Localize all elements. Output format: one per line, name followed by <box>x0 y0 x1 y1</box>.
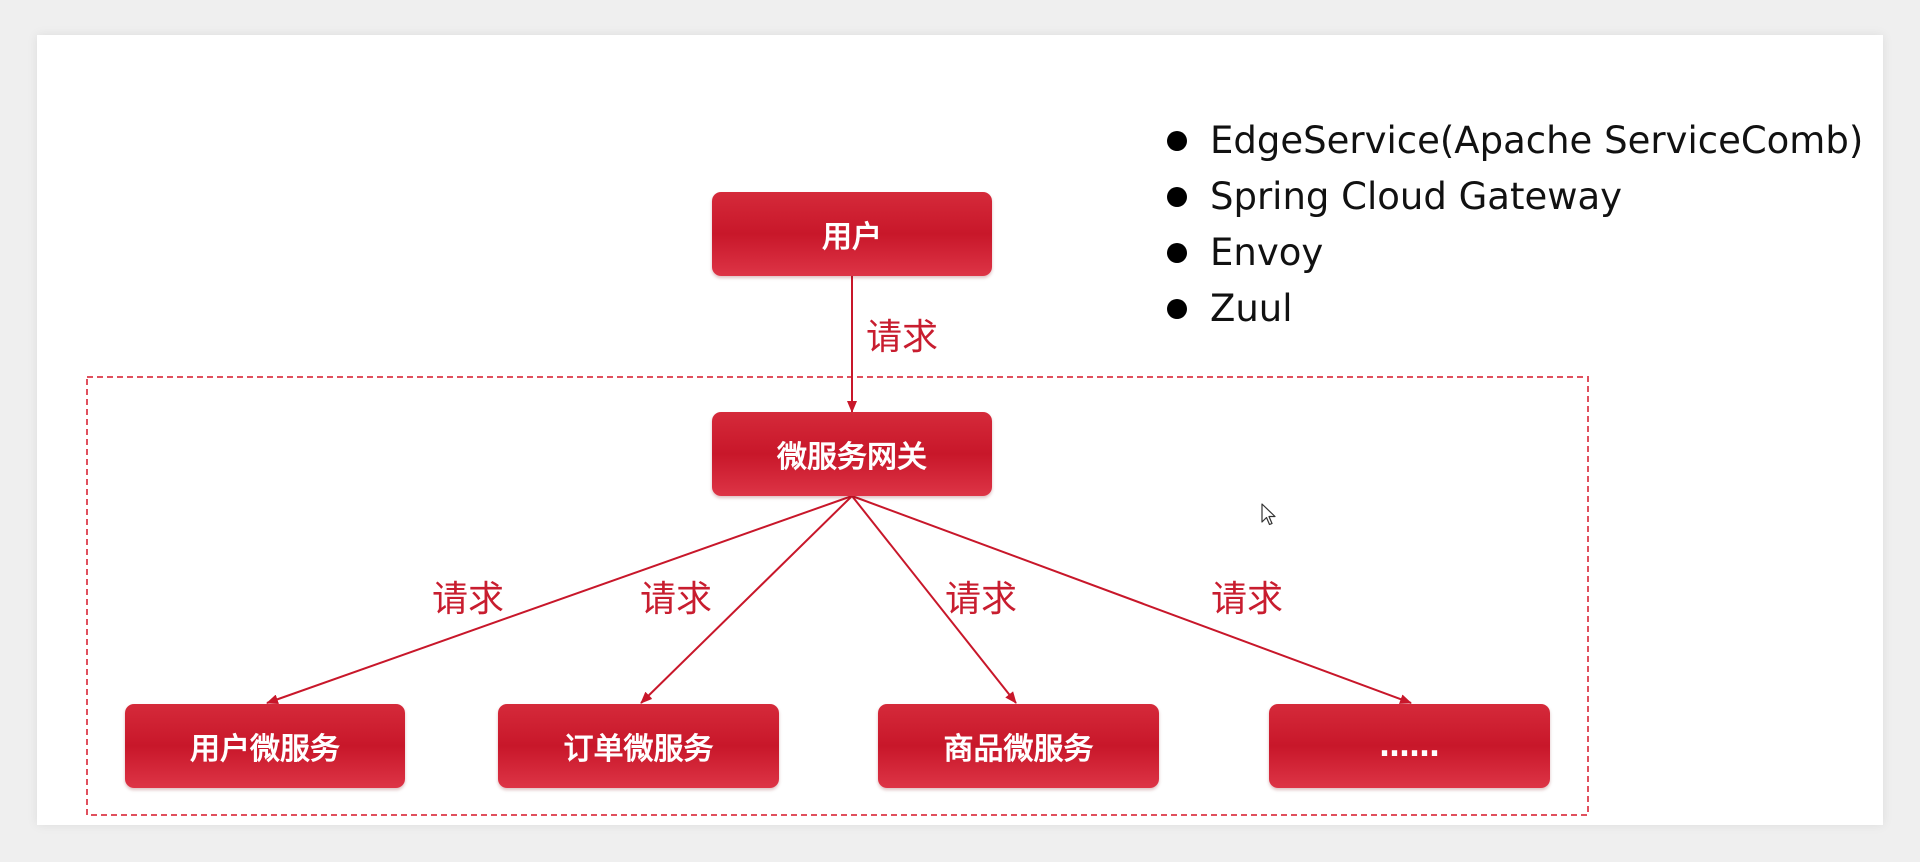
bullet-dot-icon <box>1167 243 1187 263</box>
bullet-item: Spring Cloud Gateway <box>1163 173 1863 229</box>
order-service-node: 订单微服务 <box>498 704 779 788</box>
bullet-text: Spring Cloud Gateway <box>1210 175 1623 218</box>
bullet-text: EdgeService(Apache ServiceComb) <box>1210 119 1864 162</box>
more-services-node: …… <box>1269 704 1550 788</box>
bullet-item: Zuul <box>1163 285 1863 341</box>
edge-label-gateway-to-user-service: 请求 <box>432 579 505 620</box>
arrow-gateway-to-product-service <box>851 495 1017 704</box>
user-service-node-label: 用户微服务 <box>190 732 340 767</box>
order-service-node-label: 订单微服务 <box>563 732 714 767</box>
edge-label-gateway-to-product-service: 请求 <box>945 579 1018 620</box>
gateway-node: 微服务网关 <box>712 412 992 496</box>
bullet-dot-icon <box>1167 187 1187 207</box>
arrow-gateway-to-order-service <box>640 495 853 704</box>
bullet-text: Envoy <box>1210 231 1324 274</box>
gateway-zone-border <box>86 376 1589 816</box>
product-service-node-label: 商品微服务 <box>943 732 1094 767</box>
bullet-item: Envoy <box>1163 229 1863 285</box>
user-service-node: 用户微服务 <box>125 704 405 788</box>
user-node-label: 用户 <box>822 220 882 255</box>
connector-lines <box>86 276 1589 816</box>
arrow-gateway-to-more <box>851 495 1412 704</box>
more-services-node-label: …… <box>1379 728 1440 764</box>
slide: EdgeService(Apache ServiceComb) Spring C… <box>37 35 1883 825</box>
gateway-node-label: 微服务网关 <box>777 440 927 475</box>
edge-label-gateway-to-order-service: 请求 <box>640 579 713 620</box>
bullet-dot-icon <box>1167 131 1187 151</box>
mouse-cursor-icon <box>1261 503 1276 526</box>
gateway-options-list: EdgeService(Apache ServiceComb) Spring C… <box>1163 117 1863 341</box>
product-service-node: 商品微服务 <box>878 704 1159 788</box>
bullet-text: Zuul <box>1210 287 1293 330</box>
bullet-item: EdgeService(Apache ServiceComb) <box>1163 117 1863 173</box>
edge-label-gateway-to-more: 请求 <box>1211 579 1284 620</box>
bullet-dot-icon <box>1167 299 1187 319</box>
edge-label-user-to-gateway: 请求 <box>866 317 939 358</box>
user-node: 用户 <box>712 192 992 276</box>
arrow-gateway-to-user-service <box>266 495 853 705</box>
